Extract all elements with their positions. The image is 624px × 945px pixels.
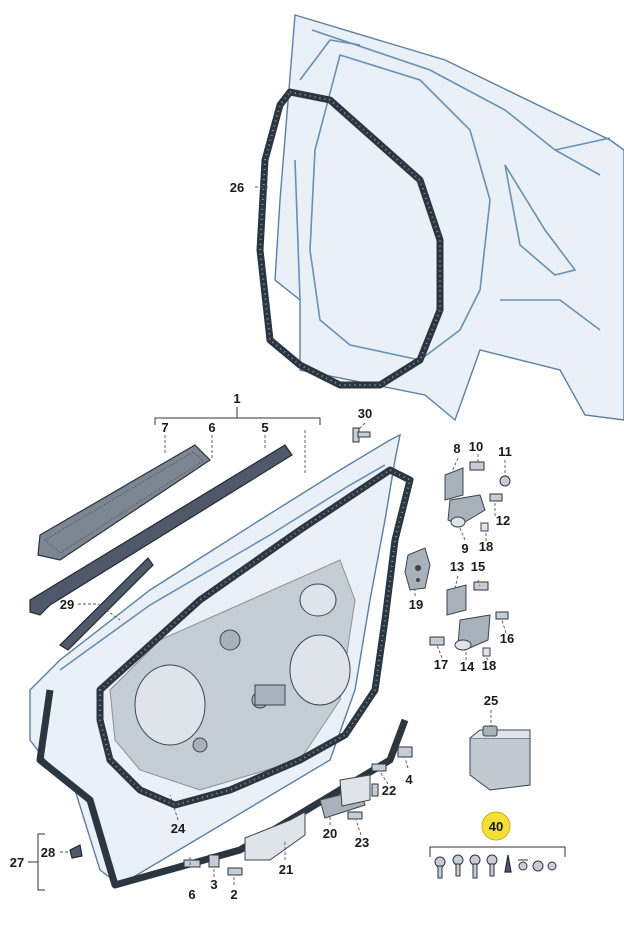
small-fasteners xyxy=(69,746,413,876)
grease-container xyxy=(469,725,531,791)
leader-lines xyxy=(28,186,507,891)
label-part-21: 21 xyxy=(279,862,293,877)
label-part-23: 23 xyxy=(355,835,369,850)
label-part-29: 29 xyxy=(60,597,74,612)
window-trim-strip xyxy=(37,444,211,561)
label-part-18-lower: 18 xyxy=(482,658,496,673)
kit-bolt-4 xyxy=(486,854,498,877)
label-part-15: 15 xyxy=(471,559,485,574)
label-part-11: 11 xyxy=(498,444,512,459)
label-part-30: 30 xyxy=(358,406,372,421)
label-part-24: 24 xyxy=(171,821,186,836)
label-part-20: 20 xyxy=(323,826,337,841)
label-part-6-bottom: 6 xyxy=(188,887,195,902)
label-part-5: 5 xyxy=(261,420,268,435)
kit-bolt-5 xyxy=(504,854,512,873)
label-part-14: 14 xyxy=(460,659,475,674)
label-part-3: 3 xyxy=(210,877,217,892)
label-part-8: 8 xyxy=(453,441,460,456)
label-part-18-upper: 18 xyxy=(479,539,493,554)
part-30-bolt xyxy=(352,427,371,443)
lower-door-seal xyxy=(36,689,409,889)
door-opening-seal xyxy=(256,88,444,389)
upper-hinge xyxy=(444,461,511,532)
label-part-16: 16 xyxy=(500,631,514,646)
label-part-12: 12 xyxy=(496,513,510,528)
label-part-25: 25 xyxy=(484,693,498,708)
bolt-kit xyxy=(429,846,566,879)
lower-cover xyxy=(244,811,306,861)
label-part-7: 7 xyxy=(161,420,168,435)
door-latch xyxy=(404,547,431,591)
kit-bolt-2 xyxy=(452,854,464,877)
kit-bolt-6 xyxy=(518,859,528,871)
label-part-17: 17 xyxy=(434,657,448,672)
label-part-6-top: 6 xyxy=(208,420,215,435)
kit-bolt-8 xyxy=(547,861,557,871)
label-part-10: 10 xyxy=(469,439,483,454)
label-part-4: 4 xyxy=(405,772,413,787)
window-channel-strip xyxy=(29,444,293,616)
a-pillar-trim xyxy=(59,557,154,651)
label-part-28: 28 xyxy=(41,845,55,860)
body-side-frame xyxy=(274,14,624,422)
label-part-40: 40 xyxy=(489,819,503,834)
label-part-2: 2 xyxy=(230,887,237,902)
label-part-1: 1 xyxy=(233,391,240,406)
label-part-9: 9 xyxy=(461,541,468,556)
door-check-strap xyxy=(319,774,379,819)
kit-bolt-7 xyxy=(532,860,544,872)
kit-bolt-3 xyxy=(469,854,481,879)
part-labels: 1 2 3 4 5 6 6 7 8 9 10 11 12 13 14 15 16… xyxy=(10,180,514,902)
door-seal xyxy=(96,466,414,809)
label-part-26: 26 xyxy=(230,180,244,195)
label-part-19: 19 xyxy=(409,597,423,612)
label-part-22: 22 xyxy=(382,783,396,798)
label-part-13: 13 xyxy=(450,559,464,574)
part-40-badge xyxy=(481,811,511,841)
lower-hinge xyxy=(429,581,509,657)
label-part-27: 27 xyxy=(10,855,24,870)
kit-bolt-1 xyxy=(434,856,446,879)
